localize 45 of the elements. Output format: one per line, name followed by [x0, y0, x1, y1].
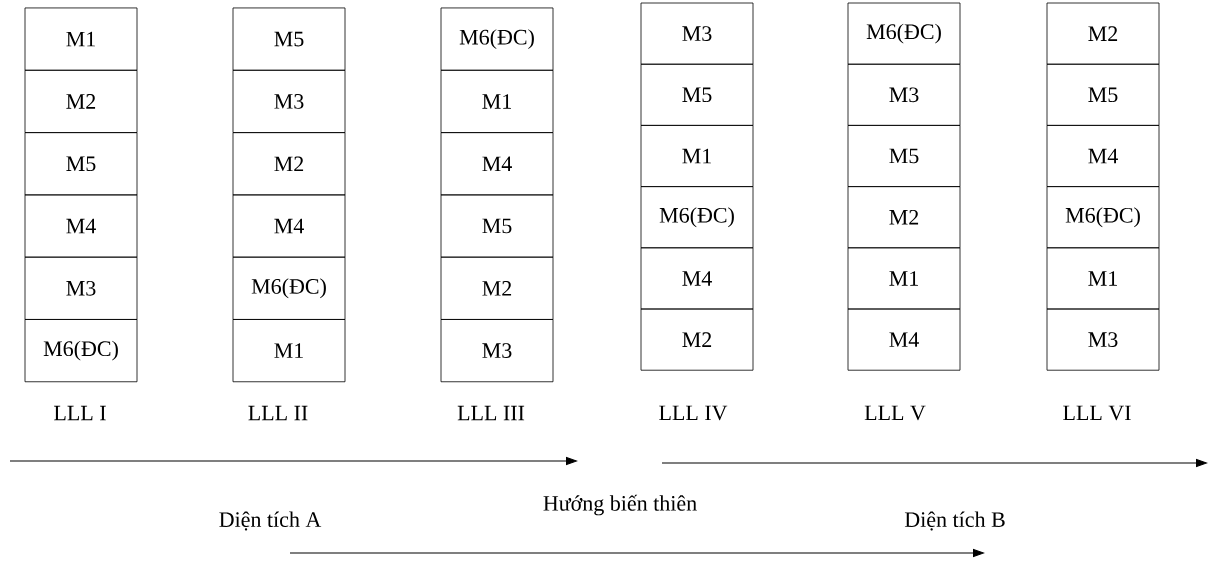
table-cell: M3	[440, 319, 554, 383]
area-label: Diện tích B	[904, 511, 1005, 531]
table-cell: M5	[232, 7, 346, 71]
table-cell: M3	[24, 256, 138, 320]
table-cell: M4	[440, 132, 554, 196]
table-cell: M6(ĐC)	[1046, 186, 1160, 249]
table-cell: M2	[440, 256, 554, 320]
table-cell: M1	[1046, 247, 1160, 310]
table-cell: M3	[640, 2, 754, 65]
table-cell: M6(ĐC)	[24, 319, 138, 383]
direction-label: Hướng biến thiên	[543, 494, 697, 516]
table-cell: M6(ĐC)	[847, 2, 961, 65]
table-cell: M6(ĐC)	[440, 7, 554, 71]
column-label: LLL VI	[1063, 405, 1131, 421]
table-cell: M5	[24, 132, 138, 196]
table-cell: M1	[440, 69, 554, 133]
column-label: LLL IV	[659, 405, 728, 421]
table-cell: M4	[1046, 125, 1160, 187]
column-label: LLL II	[248, 405, 308, 421]
table-cell: M5	[640, 63, 754, 126]
table-cell: M2	[847, 186, 961, 249]
table-cell: M5	[1046, 63, 1160, 126]
table-cell: M2	[640, 308, 754, 371]
table-cell: M3	[1046, 308, 1160, 371]
table-cell: M6(ĐC)	[232, 256, 346, 320]
table-cell: M1	[24, 7, 138, 71]
area-label: Diện tích A	[219, 511, 322, 531]
table-cell: M4	[847, 308, 961, 371]
table-cell: M2	[232, 132, 346, 196]
table-cell: M1	[232, 319, 346, 383]
table-cell: M3	[232, 69, 346, 133]
table-cell: M2	[24, 69, 138, 133]
column-label: LLL I	[54, 405, 106, 421]
table-cell: M4	[232, 194, 346, 258]
table-cell: M6(ĐC)	[640, 186, 754, 249]
table-cell: M1	[640, 125, 754, 187]
column-label: LLL III	[457, 405, 525, 421]
table-cell: M4	[24, 194, 138, 258]
table-cell: M2	[1046, 2, 1160, 65]
column-label: LLL V	[864, 405, 926, 421]
table-cell: M4	[640, 247, 754, 310]
table-cell: M5	[847, 125, 961, 187]
table-cell: M3	[847, 63, 961, 126]
table-cell: M1	[847, 247, 961, 310]
table-cell: M5	[440, 194, 554, 258]
